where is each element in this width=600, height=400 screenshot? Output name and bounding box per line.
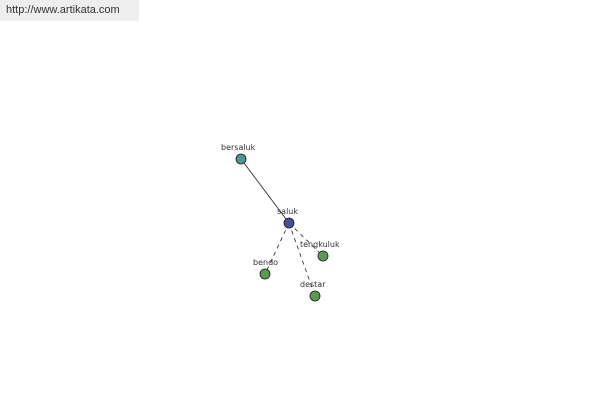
edges-layer <box>240 158 324 297</box>
node-tengkuluk[interactable]: tengkuluk <box>300 240 340 262</box>
node-label-tengkuluk: tengkuluk <box>300 240 340 249</box>
node-label-bendo: bendo <box>253 258 278 267</box>
url-link[interactable]: http://www.artikata.com <box>6 4 120 16</box>
node-circle-bersaluk[interactable] <box>235 153 247 165</box>
edge-bersaluk-saluk <box>240 158 290 224</box>
node-label-saluk: saluk <box>277 207 298 216</box>
node-circle-bendo[interactable] <box>259 268 271 280</box>
edge-saluk-destar <box>288 222 316 297</box>
node-destar[interactable]: destar <box>300 280 326 302</box>
edge-saluk-bendo <box>264 222 290 275</box>
node-label-destar: destar <box>300 280 326 289</box>
nodes-layer: bersaluk saluk tengkuluk bendo destar <box>221 143 340 302</box>
node-label-bersaluk: bersaluk <box>221 143 256 152</box>
node-saluk[interactable]: saluk <box>277 207 298 229</box>
url-banner: http://www.artikata.com <box>0 0 139 21</box>
node-bersaluk[interactable]: bersaluk <box>221 143 256 165</box>
node-circle-tengkuluk[interactable] <box>317 250 329 262</box>
node-circle-saluk[interactable] <box>283 217 295 229</box>
node-circle-destar[interactable] <box>309 290 321 302</box>
node-bendo[interactable]: bendo <box>253 258 278 280</box>
